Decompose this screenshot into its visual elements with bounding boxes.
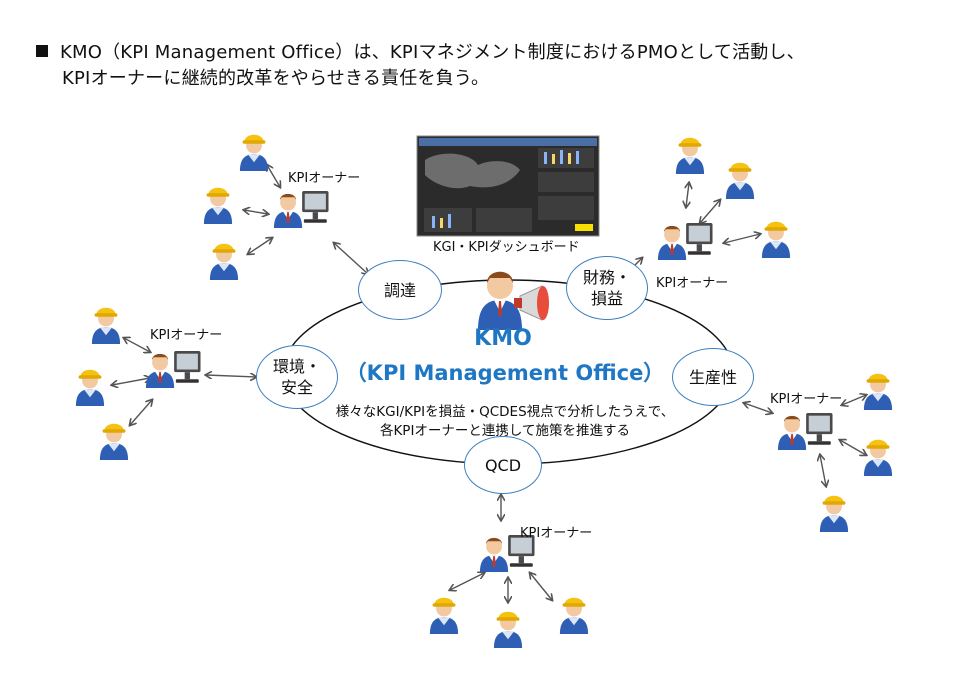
bubble-finance-label-2: 損益 bbox=[590, 289, 623, 308]
owner-label-top-left: KPIオーナー bbox=[288, 171, 361, 186]
owner-left-icon bbox=[145, 351, 201, 388]
arrow-environment-owner bbox=[206, 375, 256, 377]
owner-label-left: KPIオーナー bbox=[150, 328, 223, 343]
owner-label-top-right: KPIオーナー bbox=[656, 276, 729, 291]
bubble-production: 生産性 bbox=[672, 348, 754, 406]
bubble-qcd-label: QCD bbox=[484, 455, 522, 475]
kmo-presenter-icon bbox=[478, 271, 549, 330]
arrow-production-owner bbox=[744, 403, 772, 413]
owner-top-left-icon bbox=[273, 191, 329, 228]
bubble-production-label: 生産性 bbox=[688, 367, 737, 387]
bubble-environment-label-1: 環境・ bbox=[272, 357, 321, 376]
kmo-description-2: 各KPIオーナーと連携して施策を推進する bbox=[379, 423, 631, 439]
header-line-1: KMO（KPI Management Office）は、KPIマネジメント制度に… bbox=[36, 38, 805, 64]
owner-label-bottom: KPIオーナー bbox=[520, 526, 593, 541]
dashboard-label: KGI・KPIダッシュボード bbox=[433, 240, 580, 255]
bubble-qcd: QCD bbox=[464, 436, 542, 494]
bubble-procurement-label: 調達 bbox=[383, 280, 416, 300]
bubble-procurement: 調達 bbox=[358, 260, 442, 320]
kmo-title: KMO bbox=[474, 326, 532, 351]
header-line-2: KPIオーナーに継続的改革をやらせきる責任を負う。 bbox=[62, 68, 490, 89]
arrow-procurement-owner bbox=[334, 243, 368, 274]
header-text-1: KMO（KPI Management Office）は、KPIマネジメント制度に… bbox=[60, 42, 805, 63]
dashboard-screenshot-icon bbox=[416, 135, 600, 237]
kmo-description-1: 様々なKGI/KPIを損益・QCDES視点で分析したうえで、 bbox=[335, 404, 675, 420]
bubble-environment: 環境・ 安全 bbox=[256, 345, 338, 409]
bubble-finance: 財務・ 損益 bbox=[566, 256, 648, 320]
owner-top-right-icon bbox=[657, 223, 713, 260]
kmo-subtitle: （KPI Management Office） bbox=[345, 361, 665, 385]
owner-right-icon bbox=[777, 413, 833, 450]
bubble-environment-label-2: 安全 bbox=[280, 378, 313, 397]
bubble-finance-label-1: 財務・ bbox=[582, 268, 631, 287]
bullet-square-icon bbox=[36, 45, 48, 57]
owner-worker-arrows bbox=[112, 165, 866, 602]
owner-label-right: KPIオーナー bbox=[770, 392, 843, 407]
